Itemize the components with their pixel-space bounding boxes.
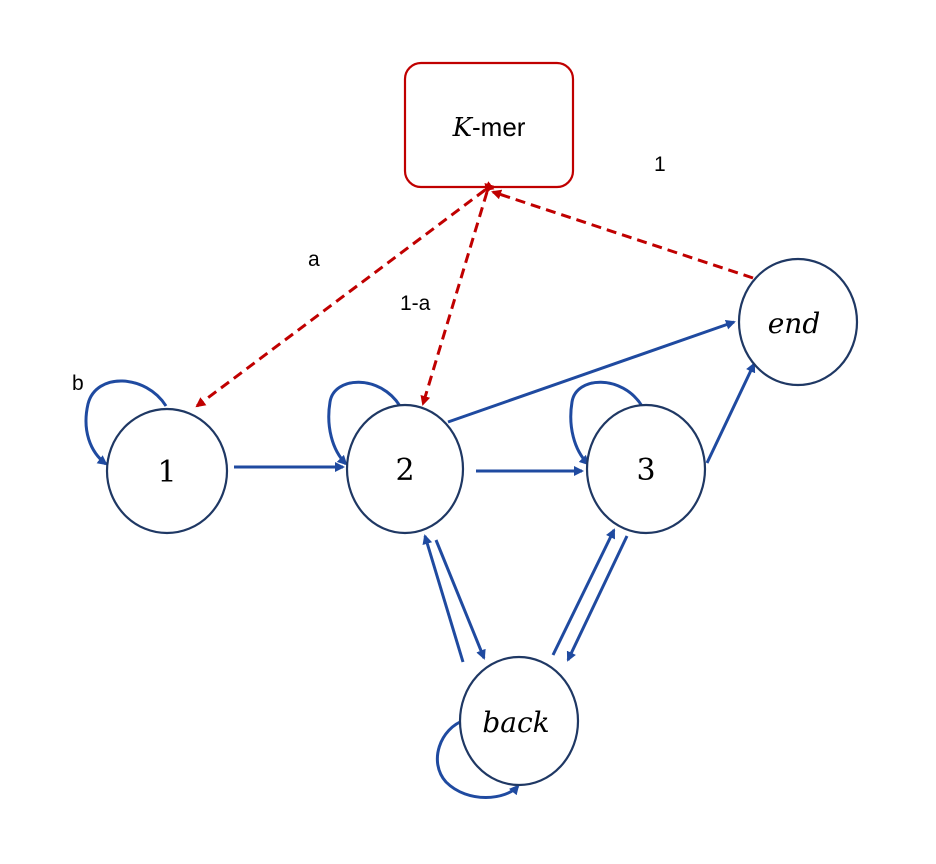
node-2-circle	[345, 403, 465, 535]
kmer-label-k: K	[452, 113, 474, 143]
emission-edge-end	[491, 189, 754, 280]
edge-label-a: a	[308, 248, 320, 271]
node-1-label: 1	[157, 455, 176, 490]
node-end-circle	[737, 257, 859, 387]
edge-label-1: 1	[654, 153, 666, 176]
node-1-circle	[105, 407, 229, 535]
edge-2-to-back	[434, 539, 486, 660]
node-end: end	[737, 257, 859, 387]
node-1: 1	[105, 407, 229, 535]
node-back-circle	[458, 655, 580, 787]
node-3: 3	[585, 403, 707, 535]
edge-2-to-end	[447, 319, 736, 424]
emission-edge-2	[420, 182, 495, 406]
kmer-label: K-mer	[452, 112, 526, 143]
self-loop-2	[327, 380, 402, 466]
kmer-label-rest: -mer	[472, 112, 526, 142]
edge-back-to-3	[551, 528, 616, 656]
kmer-node: K-mer	[403, 61, 575, 189]
self-loop-back	[435, 718, 520, 799]
self-loop-1	[84, 379, 168, 466]
edge-label-b: b	[72, 372, 84, 395]
node-2-label: 2	[395, 453, 414, 488]
node-back-label: back	[482, 706, 549, 739]
edge-back-to-2	[422, 534, 465, 663]
node-3-circle	[585, 403, 707, 535]
self-loop-3	[569, 380, 644, 466]
edge-3-to-end	[705, 362, 756, 464]
edge-label-1-minus-a: 1-a	[400, 292, 431, 315]
node-back: back	[458, 655, 580, 787]
emission-edge-1	[195, 181, 495, 408]
node-2: 2	[345, 403, 465, 535]
edge-3-to-back	[566, 535, 629, 662]
node-3-label: 3	[636, 453, 655, 488]
node-end-label: end	[768, 307, 821, 340]
